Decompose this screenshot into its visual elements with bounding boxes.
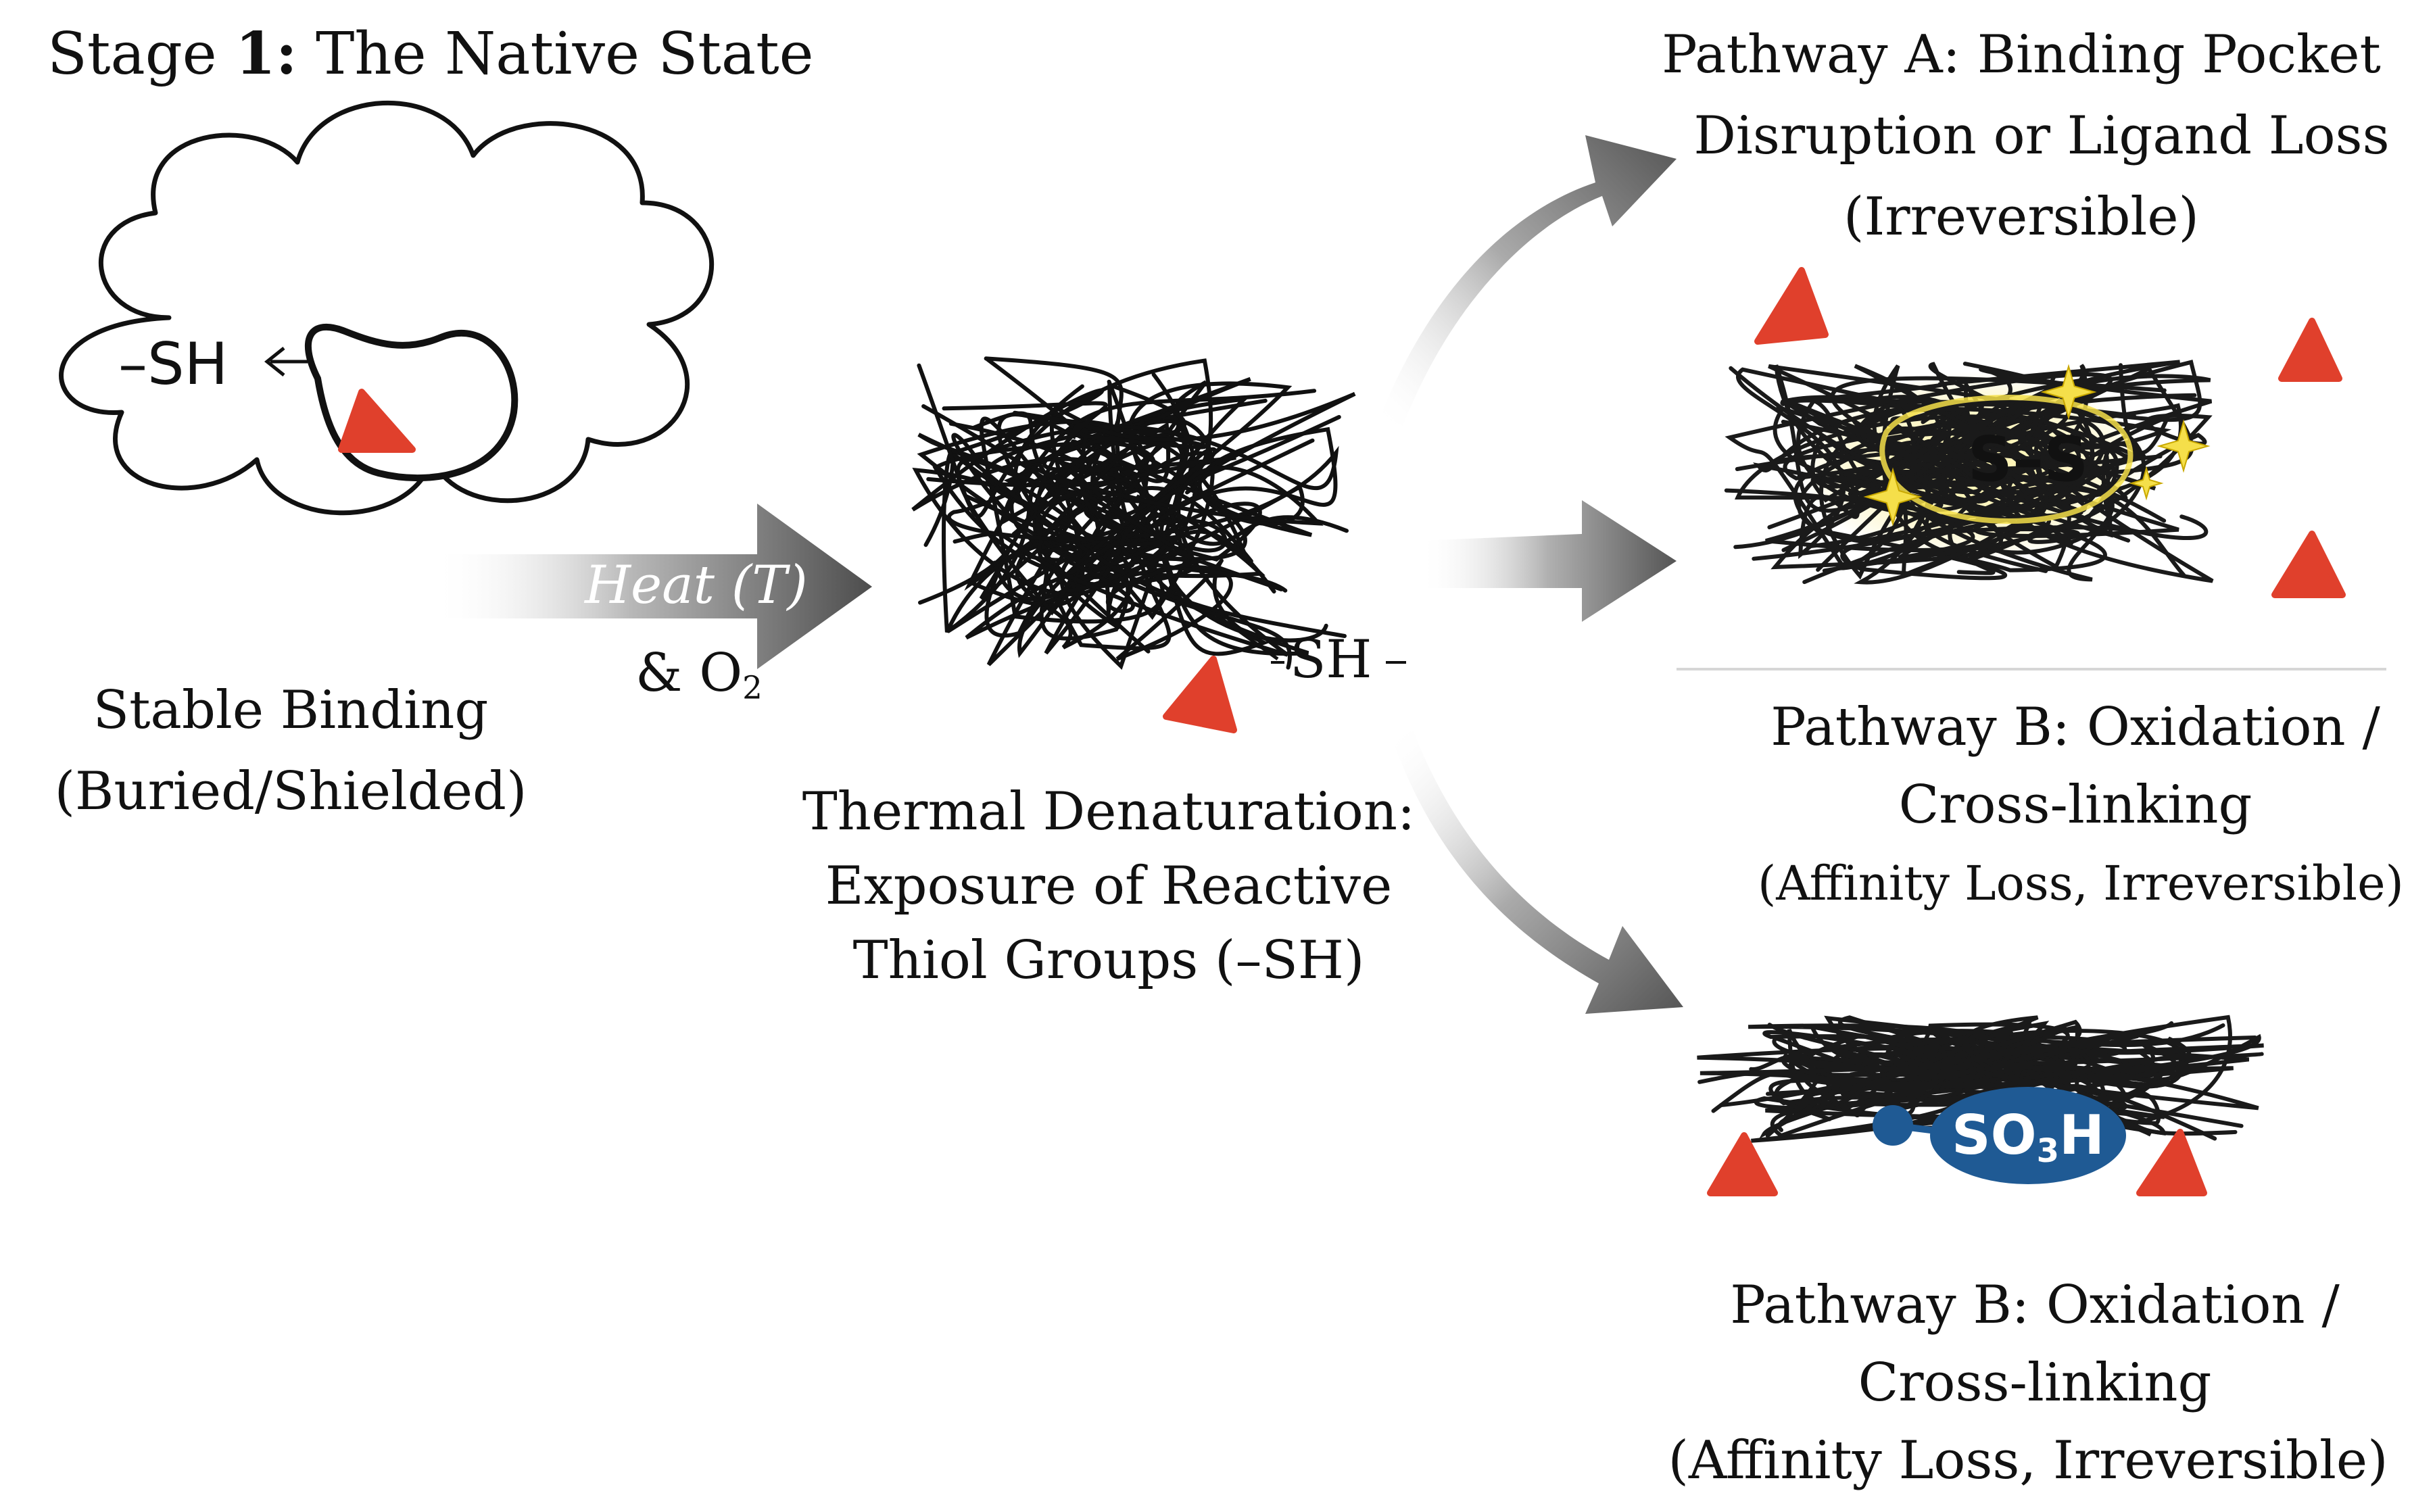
aggregated-chain-strand — [1765, 363, 2172, 552]
exposed-thiol-label: SH — [1290, 629, 1372, 690]
buried-thiol-label: –SH — [118, 331, 228, 398]
thiol-tether — [1215, 613, 1279, 661]
stage1-title: Stage 1: The Native State — [47, 19, 814, 89]
oxygen-text: & O — [635, 643, 743, 704]
stage1-title-number: 1: — [235, 20, 297, 88]
stage1-caption-line1: Stable Binding — [93, 680, 489, 741]
spark-star — [2040, 364, 2097, 420]
ligand-free-3 — [2271, 531, 2346, 598]
oxygen-subscript: 2 — [742, 670, 763, 707]
heat-label: Heat (T) — [585, 555, 808, 616]
denatured-chain-strand — [942, 391, 1356, 593]
denatured-caption-line3: Thiol Groups (–SH) — [852, 930, 1365, 991]
pathway-b-lower-line3: (Affinity Loss, Irreversible) — [1668, 1430, 2388, 1491]
pathway-a-arrow — [1379, 135, 1677, 426]
ligand-bound — [338, 389, 416, 453]
sulfonic-acid-subscript: 3 — [2036, 1132, 2060, 1170]
middle-pathway-arrow — [1420, 500, 1677, 622]
denatured-caption-line2: Exposure of Reactive — [825, 856, 1393, 917]
pathway-b-upper-line1: Pathway B: Oxidation / — [1770, 697, 2380, 758]
pathway-b-upper-line3: (Affinity Loss, Irreversible) — [1758, 856, 2404, 911]
sulfonic-acid-group — [1930, 1087, 2126, 1184]
sulfonic-acid-label: SO3H — [1940, 1103, 2116, 1171]
pathway-a-title-line1: Pathway A: Binding Pocket — [1662, 24, 2381, 85]
pathway-b-lower-line1: Pathway B: Oxidation / — [1730, 1275, 2340, 1336]
aggregated-chain-strand — [1735, 360, 2181, 572]
stage1-title-rest: The Native State — [297, 20, 814, 88]
sulfonic-acid-end: H — [2059, 1104, 2104, 1167]
ligand-free-4 — [1707, 1132, 1778, 1196]
spark-star — [2129, 466, 2164, 501]
disulfide-spark-stars — [1863, 364, 2211, 527]
pathway-b-lower-line2: Cross-linking — [1858, 1352, 2212, 1413]
ligand-free-1 — [1754, 267, 1829, 345]
denatured-chain-strand — [917, 358, 1293, 658]
pathway-b-arrow — [1393, 730, 1683, 1014]
oxidized-chain-strand — [1697, 1030, 2234, 1107]
stage1-caption-line2: (Buried/Shielded) — [54, 761, 527, 822]
spark-star — [1863, 467, 1923, 527]
aggregated-chain-strand — [1776, 379, 2083, 525]
heat-arrow — [433, 504, 872, 669]
oxygen-label: & O2 — [635, 642, 763, 708]
aggregated-chain-strand — [1779, 364, 2081, 579]
sulfur-atom — [1873, 1105, 1913, 1146]
spark-star — [2156, 419, 2211, 473]
denatured-chain-strand — [953, 465, 1324, 657]
native-protein-cloud — [59, 100, 715, 516]
stage1-title-prefix: Stage — [47, 20, 236, 88]
ligand-released — [1163, 656, 1237, 733]
disulfide-bond-label: S–S — [1967, 423, 2089, 495]
aggregated-chain-strand — [1802, 402, 2085, 585]
ligand-free-2 — [2278, 318, 2342, 382]
pocket-arrow-head — [264, 347, 285, 376]
ligand-free-5 — [2136, 1129, 2207, 1196]
pathway-a-title-line2: Disruption or Ligand Loss — [1693, 105, 2390, 166]
denatured-chain-strand — [1013, 410, 1276, 594]
denatured-chain-strand — [946, 424, 1347, 638]
denatured-caption-line1: Thermal Denaturation: — [802, 781, 1416, 842]
denatured-chain-strand — [1013, 384, 1338, 593]
sulfonic-acid-text: SO — [1952, 1104, 2037, 1167]
pathway-b-upper-line2: Cross-linking — [1898, 775, 2252, 835]
pathway-a-title-line3: (Irreversible) — [1843, 187, 2199, 247]
denatured-protein-tangle — [911, 356, 1356, 670]
denatured-chain-strand — [951, 433, 1215, 654]
